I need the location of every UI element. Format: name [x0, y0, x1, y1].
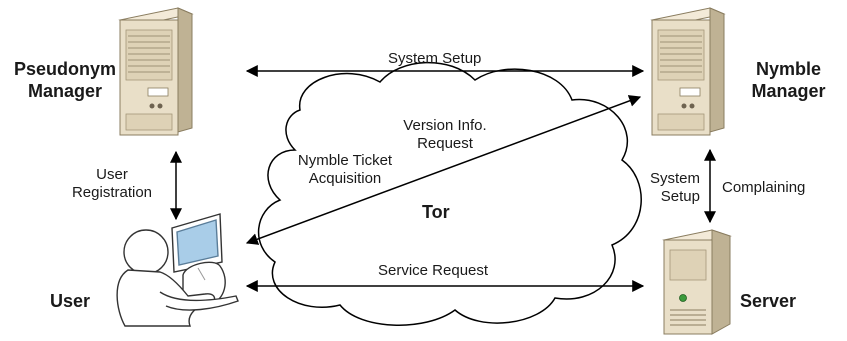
- user-registration-line2: Registration: [71, 184, 153, 201]
- user-registration-line1: User: [96, 166, 128, 183]
- version-info-line1: Version Info.: [403, 117, 487, 134]
- system-setup-top-label: System Setup: [388, 50, 482, 67]
- user-at-computer-icon: [116, 213, 239, 327]
- pseudonym-manager-label-line2: Manager: [27, 81, 103, 101]
- nymble-manager-server-icon: [650, 7, 726, 136]
- pseudonym-manager-server-icon: [118, 7, 194, 136]
- system-setup-right-label: System Setup: [620, 170, 700, 206]
- arrow-nymble-ticket: [245, 95, 642, 245]
- pseudonym-manager-label-line1: Pseudonym: [13, 59, 117, 79]
- user-registration-label: User Registration: [62, 166, 162, 202]
- nymble-manager-label: Nymble Manager: [730, 58, 847, 102]
- tor-label: Tor: [422, 202, 450, 222]
- pseudonym-manager-label: Pseudonym Manager: [0, 58, 130, 102]
- version-info-request-label: Version Info. Request: [390, 117, 500, 153]
- complaining-label: Complaining: [722, 179, 806, 196]
- system-setup-right-line2: Setup: [660, 188, 700, 205]
- server-icon: [662, 229, 732, 335]
- nymble-ticket-line1: Nymble Ticket: [297, 152, 393, 169]
- system-setup-right-line1: System: [649, 170, 700, 187]
- service-request-label: Service Request: [378, 262, 489, 279]
- nymble-manager-label-line1: Nymble: [755, 59, 822, 79]
- server-label: Server: [740, 291, 797, 311]
- user-label: User: [50, 291, 91, 311]
- version-info-line2: Request: [417, 135, 473, 152]
- nymble-ticket-line2: Acquisition: [308, 170, 382, 187]
- nymble-manager-label-line2: Manager: [751, 81, 826, 101]
- nymble-ticket-acquisition-label: Nymble Ticket Acquisition: [290, 152, 400, 188]
